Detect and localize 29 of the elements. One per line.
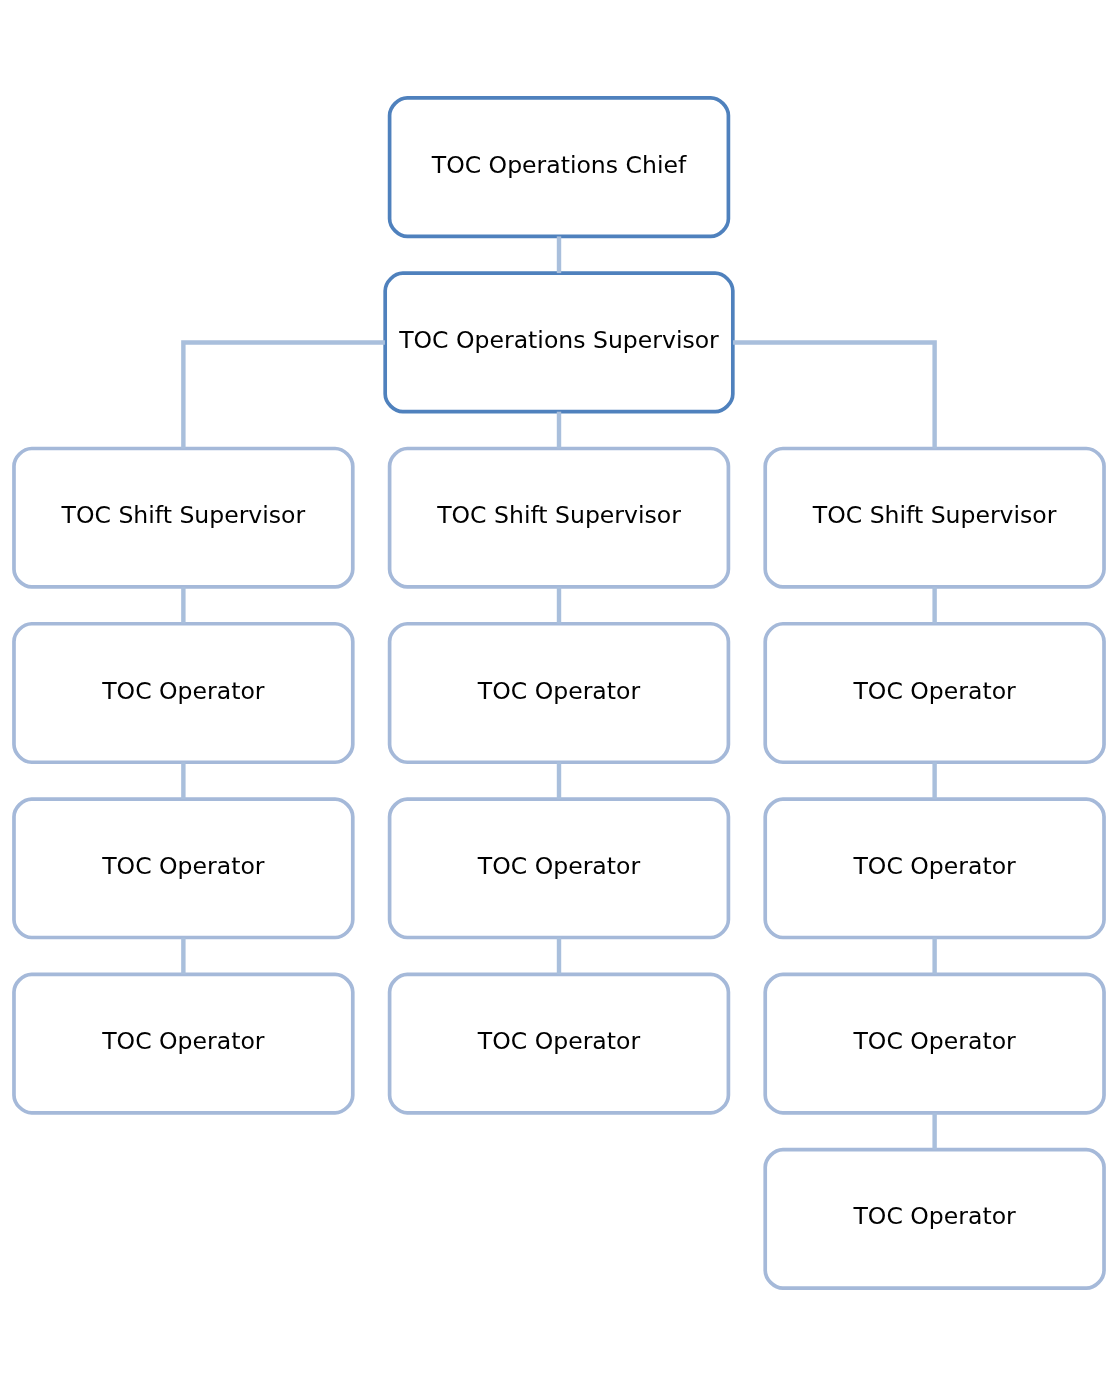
node-box: TOC Operator	[387, 972, 731, 1115]
node-box: TOC Operator	[12, 621, 355, 765]
node-box: TOC Operator	[763, 797, 1106, 940]
connector	[932, 587, 937, 624]
node-box: TOC Shift Supervisor	[387, 446, 731, 589]
connector	[556, 937, 562, 975]
node-box: TOC Operator	[763, 1147, 1106, 1290]
node-box: TOC Operator	[387, 621, 731, 765]
connector	[733, 340, 937, 449]
node-box: TOC Operations Supervisor	[383, 271, 735, 414]
connector	[556, 236, 562, 274]
node-box: TOC Operator	[763, 972, 1106, 1115]
connector	[932, 1112, 937, 1150]
node-box: TOC Operator	[12, 797, 355, 940]
node-box: TOC Operator	[387, 797, 731, 940]
connector	[181, 762, 186, 799]
connector	[181, 587, 186, 624]
node-box: TOC Shift Supervisor	[12, 446, 355, 589]
connector	[556, 587, 562, 624]
connector	[181, 340, 385, 449]
connector	[932, 937, 937, 975]
connector	[556, 411, 562, 449]
node-box: TOC Operator	[763, 621, 1106, 765]
node-box: TOC Shift Supervisor	[763, 446, 1106, 589]
node-box: TOC Operator	[12, 972, 355, 1115]
node-box: TOC Operations Chief	[387, 96, 731, 239]
connector	[556, 762, 562, 799]
connector	[181, 937, 186, 975]
connector	[932, 762, 937, 799]
